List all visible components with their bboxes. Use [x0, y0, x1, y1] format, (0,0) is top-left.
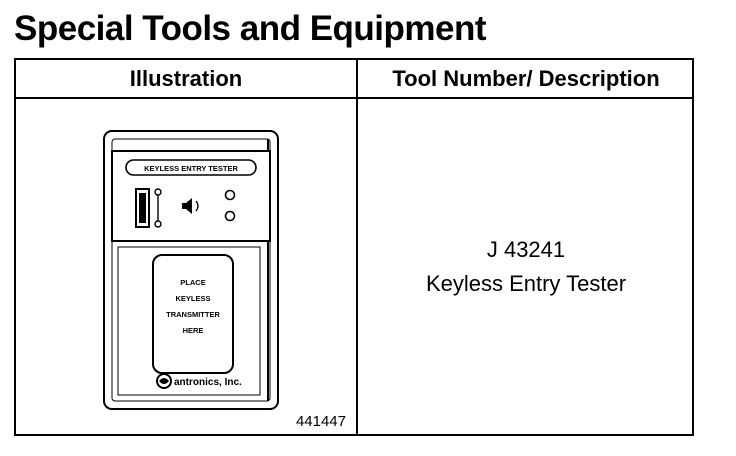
transmitter-pad	[152, 254, 234, 374]
page-title: Special Tools and Equipment	[14, 9, 487, 48]
brand-name: antronics, Inc.	[174, 377, 242, 388]
illustration-cell: KEYLESS ENTRY TESTER PLACE KEYLESS	[16, 99, 356, 434]
brand-logo-icon	[156, 373, 172, 389]
tool-description: Keyless Entry Tester	[425, 270, 627, 296]
led-indicator-icon	[224, 189, 236, 201]
device-label: KEYLESS ENTRY TESTER	[144, 164, 238, 173]
header-divider	[16, 97, 692, 99]
column-header-illustration: Illustration	[129, 66, 243, 91]
pad-text-line: KEYLESS	[175, 294, 210, 303]
speaker-icon	[182, 198, 199, 214]
tools-table: Illustration Tool Number/ Description KE…	[14, 58, 694, 436]
tester-bezel	[111, 138, 271, 402]
device-label-plate	[125, 159, 257, 176]
tool-number: J 43241	[486, 236, 566, 262]
column-divider	[356, 60, 358, 434]
tester-illustration: KEYLESS ENTRY TESTER PLACE KEYLESS	[103, 130, 279, 410]
pad-text-line: TRANSMITTER	[166, 310, 220, 319]
battery-slot-icon	[135, 188, 162, 228]
column-header-tool: Tool Number/ Description	[392, 66, 660, 91]
pad-text-line: PLACE	[180, 278, 205, 287]
pad-text-line: HERE	[183, 326, 204, 335]
led-indicator-icon	[224, 210, 236, 222]
tool-description-cell: J 43241 Keyless Entry Tester	[358, 99, 694, 434]
figure-number: 441447	[295, 413, 346, 430]
